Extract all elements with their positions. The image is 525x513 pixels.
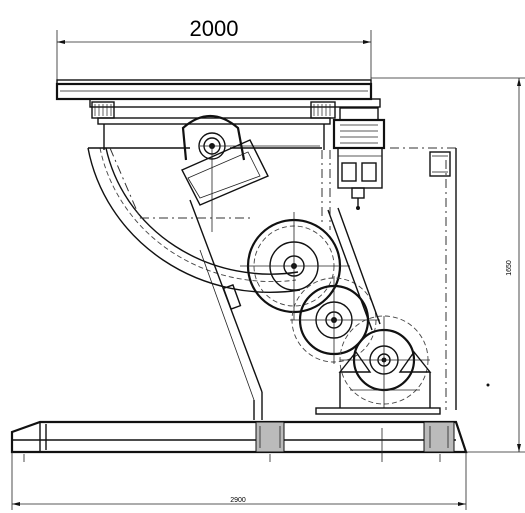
base-dimension: 2900 — [11, 452, 467, 510]
gear-bracket — [315, 350, 441, 415]
top-dimension: 2000 — [56, 16, 372, 80]
side-column — [189, 199, 263, 420]
gear-sector — [87, 147, 322, 293]
drive-motor — [321, 107, 386, 230]
machine-base — [10, 383, 525, 462]
vertical-height-label: 1650 — [506, 260, 513, 276]
base-length-label: 2900 — [230, 497, 246, 504]
worktable-top — [55, 77, 525, 150]
top-width-label: 2000 — [190, 16, 239, 41]
pivot-bracket — [181, 115, 320, 232]
gear-train — [240, 207, 430, 408]
right-frame — [390, 147, 457, 410]
vertical-dimension: 1650 — [506, 78, 521, 452]
